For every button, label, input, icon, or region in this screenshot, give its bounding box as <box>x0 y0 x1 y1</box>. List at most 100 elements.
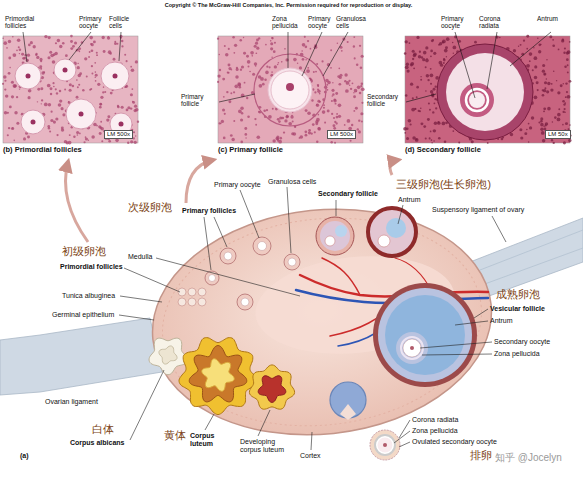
developing-corpus-luteum <box>249 365 294 409</box>
cell-nucleus <box>357 128 359 130</box>
cell-nucleus <box>255 42 258 45</box>
leader-line <box>422 354 492 355</box>
corpus-luteum-fold <box>189 346 247 402</box>
cell-nucleus <box>3 75 7 79</box>
cell-nucleus <box>563 83 564 84</box>
primary-follicle <box>237 294 253 310</box>
cell-nucleus <box>410 82 413 85</box>
cell-nucleus <box>551 139 553 141</box>
cell-nucleus <box>53 86 55 88</box>
cell-nucleus <box>543 110 545 112</box>
cell-nucleus <box>425 46 428 49</box>
cell-nucleus <box>77 66 80 69</box>
scale-label: LM 500x <box>327 130 356 139</box>
cell-nucleus <box>354 89 358 93</box>
cell-nucleus <box>252 73 255 76</box>
cell-nucleus <box>70 47 73 50</box>
cell-nucleus <box>336 113 338 115</box>
cell-nucleus <box>284 48 286 50</box>
cell-nucleus <box>534 65 537 68</box>
cell-nucleus <box>360 67 363 70</box>
cell-nucleus <box>79 133 81 135</box>
cell-nucleus <box>41 71 44 74</box>
cell-nucleus <box>101 140 103 142</box>
cell-nucleus <box>442 122 446 126</box>
leader-line <box>69 32 91 60</box>
cell-nucleus <box>443 62 445 64</box>
cell-nucleus <box>104 91 106 93</box>
part-label: Tunica albuginea <box>62 292 115 300</box>
nucleus <box>63 68 68 73</box>
leader-line <box>406 94 436 102</box>
cell-nucleus <box>358 130 361 133</box>
micrograph-panel: Primordial folliclesPrimary oocyteFollic… <box>3 14 138 143</box>
cell-nucleus <box>241 112 244 115</box>
cell-nucleus <box>7 134 9 136</box>
cell-nucleus <box>278 62 280 64</box>
cell-nucleus <box>458 141 460 143</box>
primordial-follicle <box>188 288 196 296</box>
cell-nucleus <box>430 68 432 70</box>
cell-nucleus <box>284 119 287 122</box>
developing-corpus-luteum-core <box>258 376 286 403</box>
part-label: Medulla <box>128 253 153 261</box>
cell-nucleus <box>534 95 538 99</box>
cell-nucleus <box>433 102 435 104</box>
cell-nucleus <box>540 117 543 120</box>
cell-nucleus <box>358 119 360 121</box>
cell-nucleus <box>540 128 543 131</box>
cell-nucleus <box>99 106 102 109</box>
cell-nucleus <box>230 92 232 94</box>
cell-nucleus <box>429 109 431 111</box>
panel-label: Primary oocyte <box>308 16 338 30</box>
cell-nucleus <box>519 128 522 131</box>
cell-nucleus <box>263 109 266 112</box>
micrograph-panel: Zona pellucidaPrimary oocyteGranulosa ce… <box>218 14 363 143</box>
cell-nucleus <box>266 109 268 111</box>
cell-nucleus <box>552 39 554 41</box>
cell-nucleus <box>16 49 18 51</box>
cell-nucleus <box>566 52 569 55</box>
cell-nucleus <box>115 139 119 143</box>
cell-nucleus <box>64 88 66 90</box>
secondary-oocyte <box>403 339 421 357</box>
cell-nucleus <box>286 115 289 118</box>
cell-nucleus <box>116 43 118 45</box>
cell-nucleus <box>446 56 447 57</box>
cell-nucleus <box>96 52 98 54</box>
cell-nucleus <box>425 66 427 68</box>
cell-nucleus <box>255 124 257 126</box>
cell-nucleus <box>305 134 308 137</box>
cell-nucleus <box>353 110 355 112</box>
follicle-wall <box>437 44 533 140</box>
leader-line <box>398 205 403 224</box>
cell-nucleus <box>360 85 362 87</box>
leader-line <box>156 258 300 296</box>
cell-nucleus <box>274 65 277 68</box>
cell-nucleus <box>281 61 283 63</box>
cell-nucleus <box>321 60 323 62</box>
cell-nucleus <box>361 87 365 91</box>
cell-nucleus <box>557 113 561 117</box>
cell-nucleus <box>18 46 20 48</box>
cell-nucleus <box>430 90 433 93</box>
cell-nucleus <box>311 99 313 101</box>
cell-nucleus <box>413 67 415 69</box>
cell-nucleus <box>419 51 421 53</box>
cell-nucleus <box>55 117 58 120</box>
leader-line <box>455 321 488 325</box>
zona-pellucida <box>375 435 395 455</box>
cell-nucleus <box>9 105 12 108</box>
cell-nucleus <box>283 131 285 133</box>
zoom-arrow <box>186 160 213 203</box>
granulosa-layer <box>320 221 350 251</box>
part-label: Ovarian ligament <box>45 398 98 406</box>
cell-nucleus <box>428 102 430 104</box>
cell-nucleus <box>265 44 267 46</box>
cell-nucleus <box>94 62 96 64</box>
cell-nucleus <box>77 63 78 64</box>
cell-nucleus <box>501 138 504 141</box>
cell-nucleus <box>338 104 342 108</box>
cell-nucleus <box>344 73 347 76</box>
